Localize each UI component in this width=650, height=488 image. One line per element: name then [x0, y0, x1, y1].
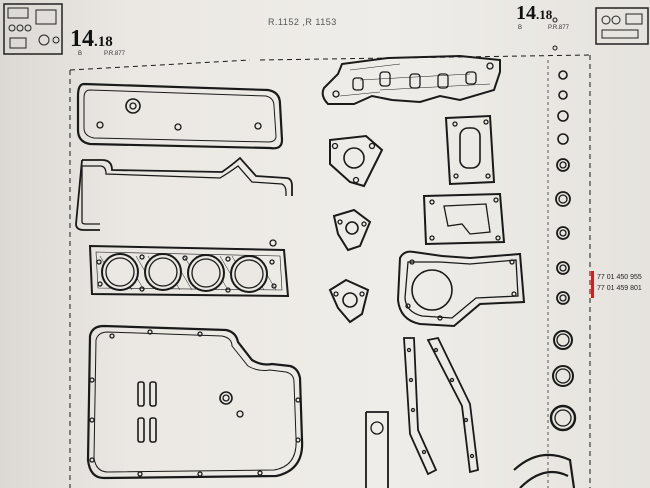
- next-page-code-main: 14: [516, 2, 536, 24]
- water-pump-gasket: [422, 192, 506, 246]
- pr-reference: P.R.877: [104, 51, 125, 57]
- oil-pan-gasket: [86, 324, 304, 480]
- valve-cover-gasket: [76, 82, 284, 150]
- dashed-frame: [69, 54, 591, 488]
- small-cover-gasket: [365, 411, 389, 488]
- next-page-code-sub: .18: [536, 7, 553, 22]
- part-ref-1: 77 01 450 955: [597, 274, 642, 281]
- side-seal-strip-1: [403, 337, 438, 476]
- next-pr-reference: P.R.877: [548, 25, 569, 31]
- seal-ring-column: [513, 70, 577, 488]
- next-page-letter: B: [518, 25, 523, 31]
- carburettor-gasket: [444, 114, 496, 186]
- page-code: 14.18: [70, 26, 113, 53]
- cylinder-head-gasket: [88, 239, 290, 298]
- seal-strips: [137, 381, 157, 443]
- flange-gasket-3: [328, 278, 370, 324]
- page-code-sub: .18: [94, 34, 113, 50]
- part-reference-list: 77 01 450 955 77 01 459 801: [597, 272, 642, 294]
- tiny-washer-column: [552, 17, 558, 51]
- manifold-gasket: [321, 54, 501, 105]
- flange-gasket-1: [329, 134, 384, 188]
- part-ref-2: 77 01 459 801: [597, 285, 642, 292]
- next-page-code: 14.18: [516, 2, 552, 25]
- page-code-main: 14: [70, 26, 94, 52]
- gasket-set-thumbnail-icon: [3, 3, 63, 55]
- page-letter: B: [78, 51, 83, 57]
- side-seal-strip-2: [426, 336, 479, 474]
- gasket-set-thumbnail-right-icon: [595, 7, 649, 45]
- model-reference: R.1152 ,R 1153: [268, 17, 337, 27]
- cover-side-seal: [75, 156, 293, 231]
- timing-cover-gasket: [396, 250, 526, 328]
- flange-gasket-2: [332, 208, 372, 252]
- highlight-marker: [591, 271, 594, 298]
